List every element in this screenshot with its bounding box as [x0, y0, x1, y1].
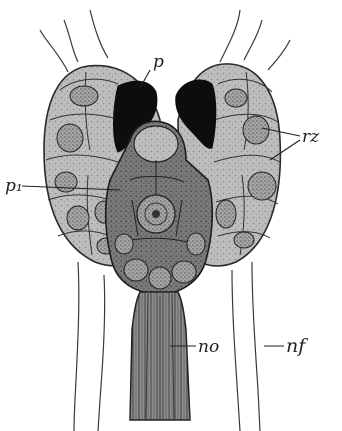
- label-p: p: [153, 54, 164, 71]
- label-p1: p₁: [5, 178, 23, 195]
- label-no: no: [198, 339, 219, 356]
- optic-nerve: [130, 292, 190, 420]
- label-nf: nf: [286, 337, 305, 356]
- label-rz: rz: [302, 129, 319, 146]
